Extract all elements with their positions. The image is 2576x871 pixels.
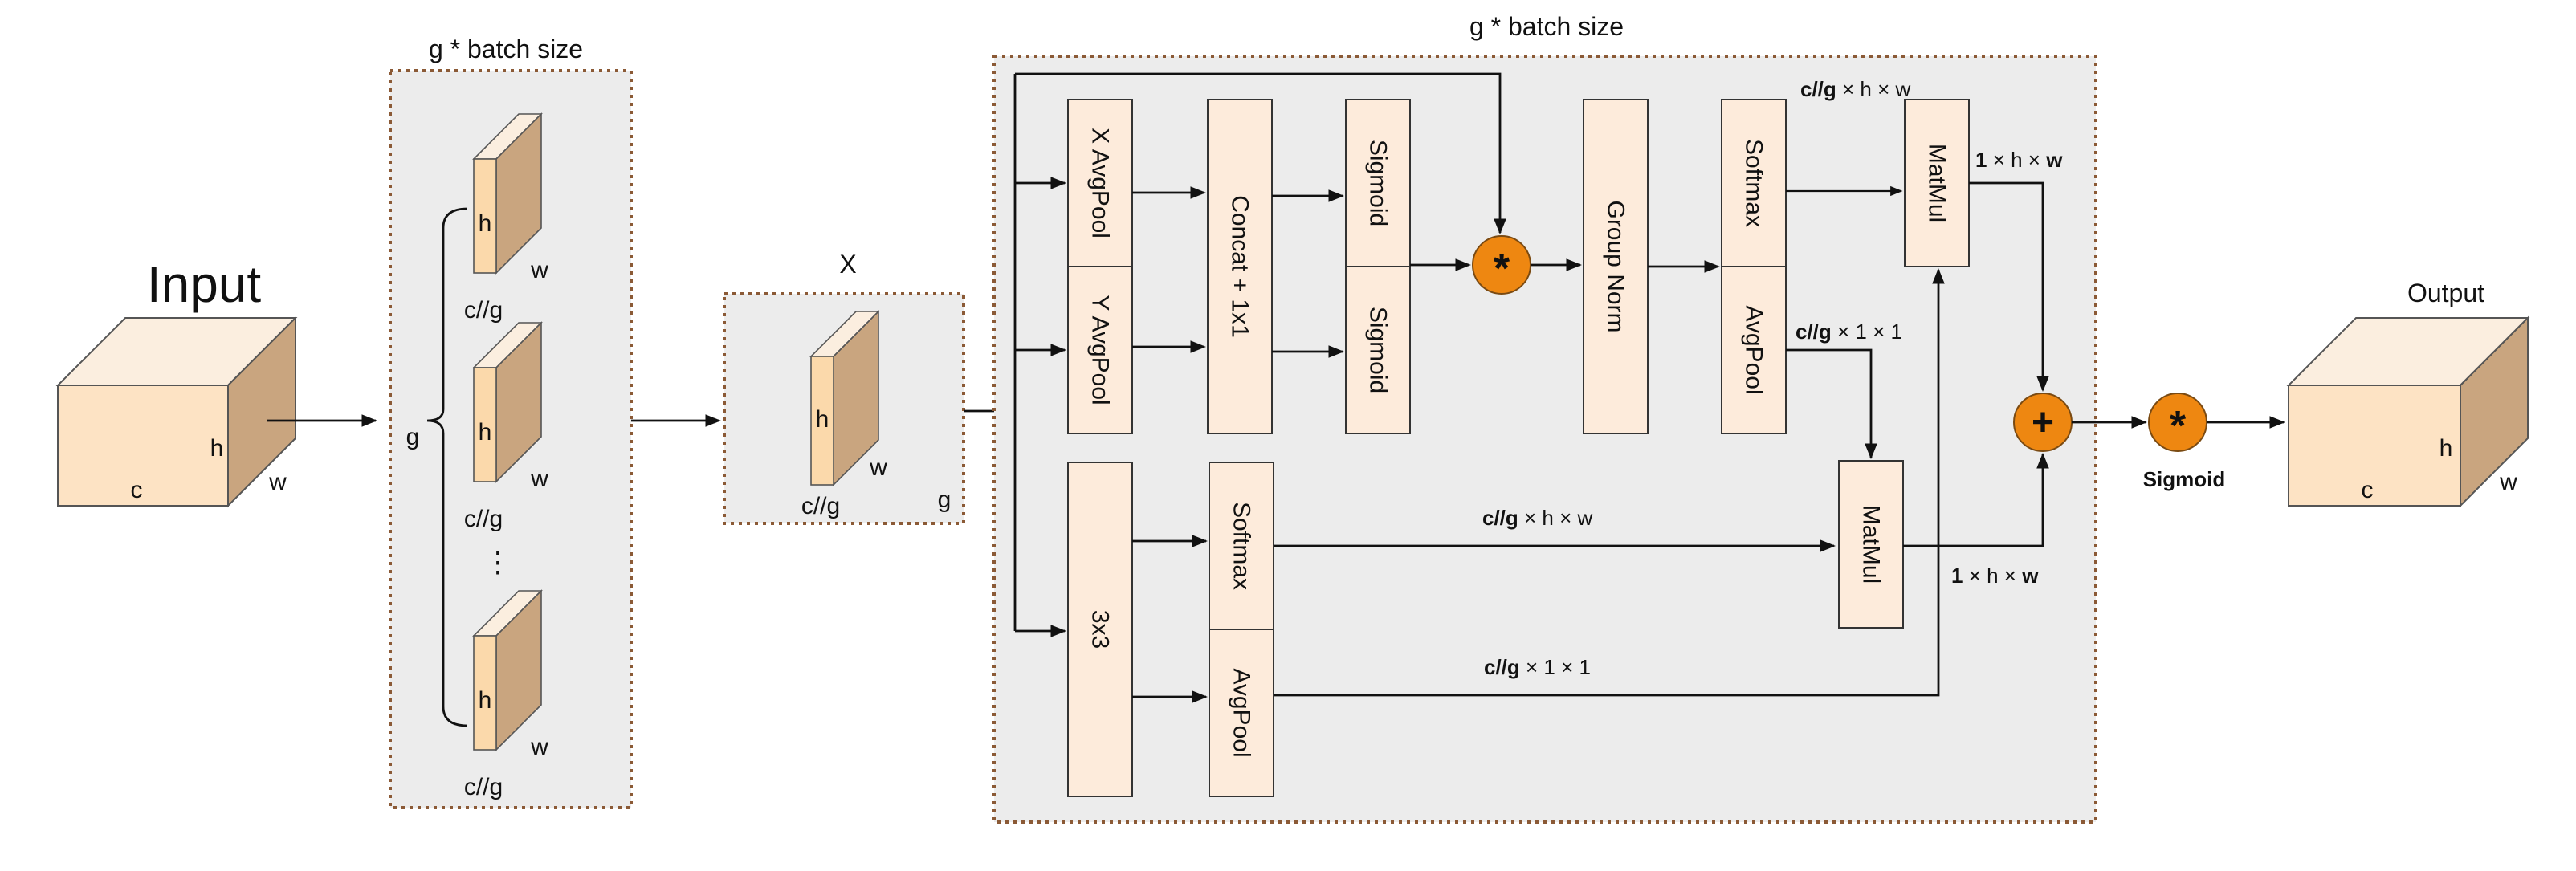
final-multiply-symbol: * bbox=[2170, 403, 2187, 450]
input-c-label: c bbox=[131, 477, 143, 503]
output-w-label: w bbox=[2499, 469, 2517, 495]
group-slice-2 bbox=[472, 321, 543, 483]
slice3-c-label: c//g bbox=[464, 774, 503, 800]
input-title: Input bbox=[147, 255, 262, 313]
x-avgpool-label: X AvgPool bbox=[1087, 128, 1114, 238]
slices-ellipsis: ⋮ bbox=[483, 545, 512, 578]
softmax-bottom-label: Softmax bbox=[1229, 502, 1255, 590]
avgpool-bottom-block bbox=[1209, 629, 1274, 797]
group-slice-3 bbox=[472, 589, 543, 751]
dim-bottom-avgpool: c//g × 1 × 1 bbox=[1484, 655, 1591, 679]
dim-bottom-softmax: c//g × h × w bbox=[1482, 506, 1593, 530]
main-title: g * batch size bbox=[1469, 12, 1624, 41]
sigmoid-top-label: Sigmoid bbox=[1365, 140, 1392, 226]
slice3-h-label: h bbox=[479, 687, 492, 714]
group-brace bbox=[426, 207, 468, 727]
x-slice bbox=[809, 310, 880, 486]
softmax-top-label: Softmax bbox=[1741, 139, 1767, 227]
arrow-avgpool-to-matmul-top bbox=[1274, 268, 1945, 697]
sigmoid-bottom-block bbox=[1345, 266, 1411, 434]
input-cube-front bbox=[57, 385, 229, 507]
slice1-h-label: h bbox=[479, 210, 492, 237]
slice2-w-label: w bbox=[530, 466, 548, 492]
input-w-label: w bbox=[268, 469, 287, 495]
y-avgpool-block bbox=[1067, 266, 1133, 434]
matmul-bottom-label: MatMul bbox=[1858, 505, 1885, 584]
arrow-matmul-bottom-to-plus bbox=[1903, 453, 2049, 547]
output-title: Output bbox=[2407, 279, 2484, 307]
slice3-w-label: w bbox=[530, 734, 548, 760]
avgpool-top-label: AvgPool bbox=[1741, 305, 1767, 394]
group-norm-block bbox=[1583, 99, 1649, 434]
output-c-label: c bbox=[2362, 477, 2374, 503]
output-cube bbox=[2286, 315, 2530, 508]
concat-block bbox=[1207, 99, 1273, 434]
group-norm-label: Group Norm bbox=[1603, 200, 1629, 332]
slice2-h-label: h bbox=[479, 419, 492, 446]
group-slice-1 bbox=[472, 112, 543, 275]
conv3x3-block bbox=[1067, 462, 1133, 797]
slice1-c-label: c//g bbox=[464, 297, 503, 324]
dim-top-in: c//g × h × w bbox=[1800, 77, 1911, 101]
dim-mid: c//g × 1 × 1 bbox=[1795, 320, 1902, 344]
slice2-c-label: c//g bbox=[464, 506, 503, 532]
input-h-label: h bbox=[210, 435, 224, 462]
dim-top-out: 1 × h × w bbox=[1975, 148, 2063, 172]
x-h-label: h bbox=[816, 406, 829, 433]
matmul-top-label: MatMul bbox=[1924, 144, 1950, 222]
slice1-w-label: w bbox=[530, 257, 548, 283]
sigmoid-bottom-label: Sigmoid bbox=[1365, 307, 1392, 393]
brace-g-label: g bbox=[406, 424, 420, 450]
dim-bottom-out: 1 × h × w bbox=[1951, 564, 2039, 588]
multiply-symbol: * bbox=[1494, 246, 1510, 292]
groups-title: g * batch size bbox=[429, 35, 583, 63]
arrow-skip-to-multiply bbox=[1015, 72, 1506, 234]
matmul-top-block bbox=[1904, 99, 1970, 267]
arrow-avgpool-to-matmul-bottom bbox=[1786, 348, 1877, 459]
avgpool-top-block bbox=[1721, 266, 1787, 434]
plus-symbol: + bbox=[2032, 401, 2054, 444]
avgpool-bottom-label: AvgPool bbox=[1229, 668, 1255, 757]
input-cube bbox=[55, 315, 298, 508]
final-sigmoid-label: Sigmoid bbox=[2143, 467, 2226, 491]
output-h-label: h bbox=[2439, 435, 2453, 462]
y-avgpool-label: Y AvgPool bbox=[1087, 295, 1114, 405]
x-w-label: w bbox=[869, 454, 887, 481]
softmax-top-block bbox=[1721, 99, 1787, 267]
x-c-label: c//g bbox=[801, 493, 840, 519]
arrow-matmul-top-to-plus bbox=[1969, 181, 2049, 392]
output-cube-front bbox=[2288, 385, 2461, 507]
x-title: X bbox=[839, 250, 856, 279]
conv3x3-label: 3x3 bbox=[1087, 610, 1114, 649]
concat-label: Concat + 1x1 bbox=[1227, 195, 1253, 338]
x-g-label: g bbox=[938, 486, 952, 513]
matmul-bottom-block bbox=[1838, 460, 1904, 629]
sigmoid-top-block bbox=[1345, 99, 1411, 267]
